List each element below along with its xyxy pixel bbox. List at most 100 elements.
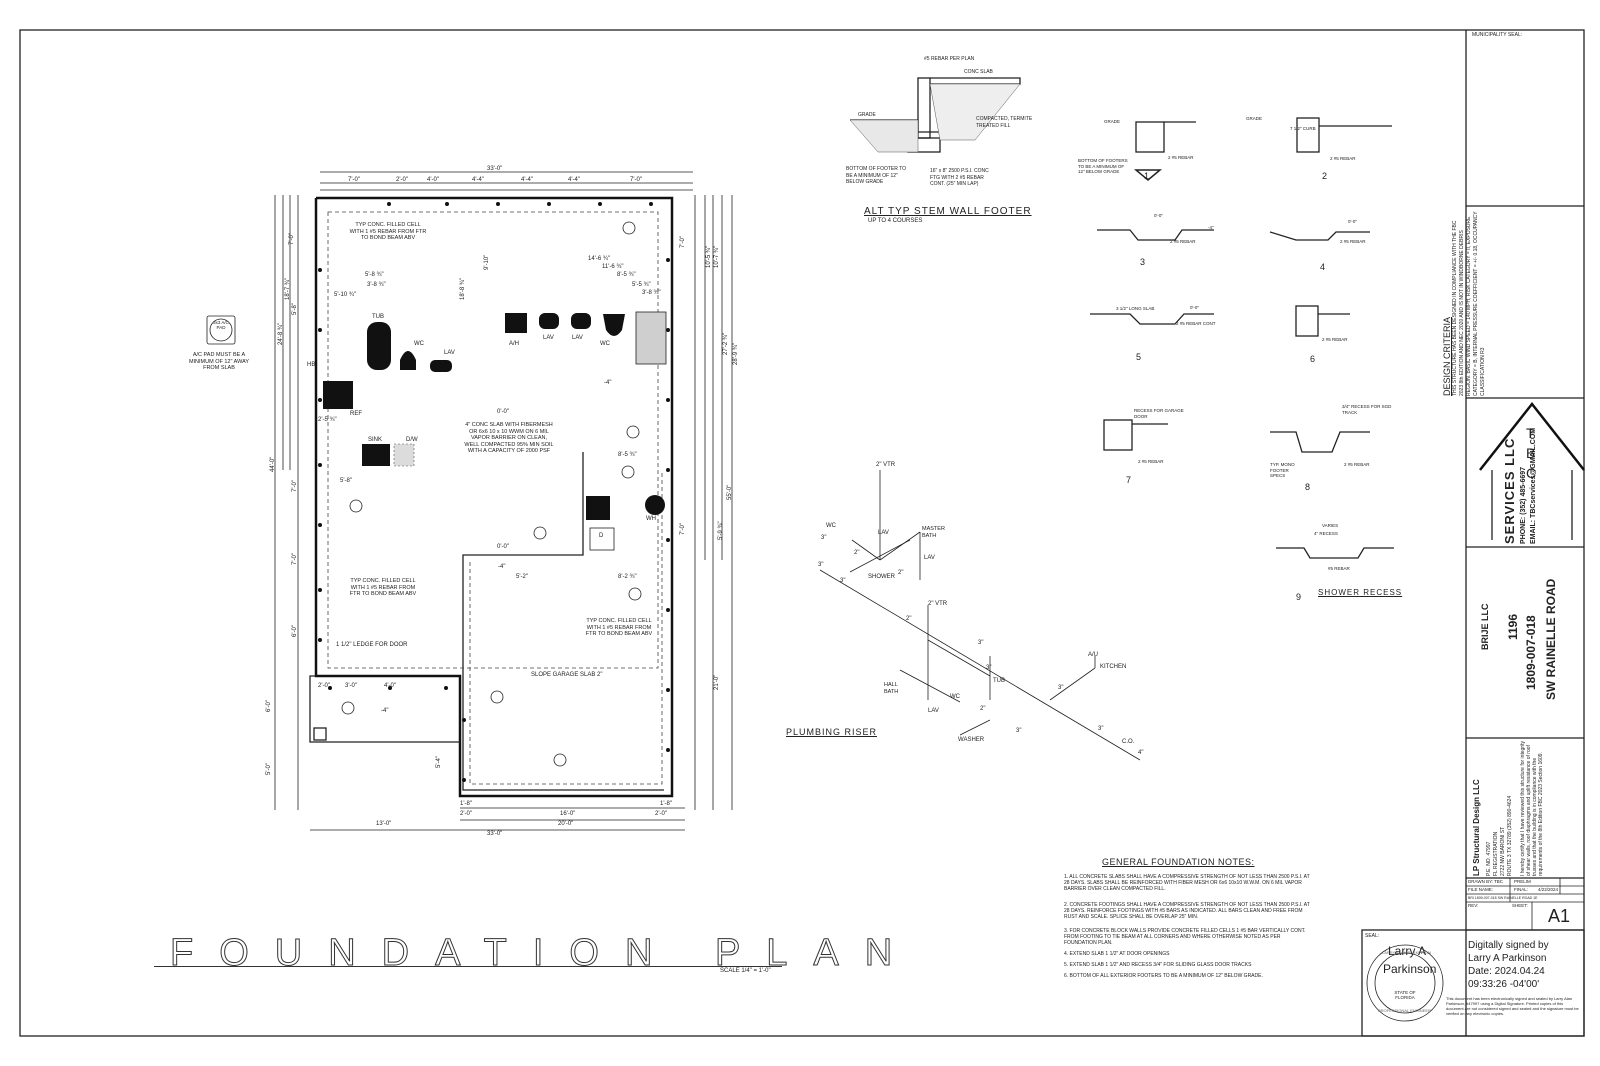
dim-left-8: 6'-0" bbox=[292, 625, 298, 637]
section-details bbox=[1090, 117, 1394, 559]
detail-num-3: 3 bbox=[1140, 257, 1146, 267]
stem-note-6: 16" x 8" 2500 P.S.I. CONC FTG WITH 2 #5 … bbox=[930, 168, 989, 187]
general-note-6: 6. BOTTOM OF ALL EXTERIOR FOOTERS TO BE … bbox=[1064, 973, 1263, 979]
dim-int-4: 5'-5 ¾" bbox=[632, 282, 651, 288]
detail-num-5: 5 bbox=[1136, 352, 1142, 362]
digital-sign-line-3: Date: 2024.04.24 bbox=[1468, 966, 1545, 977]
d8-note-2: TYP. MONO FOOTER SPECS bbox=[1270, 462, 1295, 478]
dim-top-5: 4'-4" bbox=[521, 177, 533, 183]
plumbing-riser-title: PLUMBING RISER bbox=[786, 727, 878, 737]
lav-fixture-3 bbox=[571, 313, 591, 329]
pl-size-3: 3" bbox=[818, 562, 824, 568]
label-lav: LAV bbox=[444, 350, 455, 356]
seal-name-line-1: Larry A bbox=[1388, 944, 1427, 958]
detail-num-8: 8 bbox=[1305, 482, 1311, 492]
pl-label-7: TUB bbox=[993, 678, 1005, 684]
d5-note-3: 2 #5 REBAR CONT bbox=[1176, 321, 1216, 326]
municipality-seal-label: MUNICIPALITY SEAL: bbox=[1472, 32, 1523, 38]
final-date: 4/22/2024 bbox=[1538, 887, 1559, 892]
title-block bbox=[1361, 205, 1585, 1037]
pl-size-5: 2" bbox=[906, 616, 912, 622]
label-wc-2: WC bbox=[600, 341, 610, 347]
sheet-border bbox=[19, 29, 1585, 1037]
pl-size-1: 2" bbox=[854, 550, 860, 556]
wc-fixture bbox=[400, 351, 416, 370]
pl-label-0: 2" VTR bbox=[876, 462, 896, 468]
dim-left-10: 5'-0" bbox=[266, 763, 272, 775]
stem-note-3: COMPACTED, TERMITE TREATED FILL bbox=[976, 116, 1033, 129]
pl-size-11: 3" bbox=[1098, 726, 1104, 732]
pl-size-9: 3" bbox=[1016, 728, 1022, 734]
company-phone: PHONE: (352) 485-6697 bbox=[1520, 466, 1527, 544]
shower-recess-title: SHOWER RECESS bbox=[1318, 588, 1403, 597]
air-handler-fixture bbox=[505, 313, 527, 333]
label-tub: TUB bbox=[372, 314, 384, 320]
refrigerator-fixture bbox=[323, 381, 353, 409]
signature-disclaimer: This document has been electronically si… bbox=[1446, 996, 1579, 1016]
dim-int-8: 5'-10 ¾" bbox=[334, 292, 356, 298]
engineer-line-4: ROUTE 3 TX 32789 (352) 890-4624 bbox=[1507, 795, 1513, 876]
pl-label-12: A/U bbox=[1088, 652, 1099, 658]
dim-int-15: 2'-5 ¾" bbox=[318, 417, 337, 423]
plumbing-riser bbox=[819, 470, 1141, 761]
pl-label-11: WASHER bbox=[958, 737, 985, 743]
elev-mid: 0'-0" bbox=[497, 544, 509, 550]
site-address: SW RAINELLE ROAD bbox=[1544, 578, 1558, 700]
d1-note-1: GRADE bbox=[1104, 119, 1121, 124]
seal-name-line-2: Parkinson bbox=[1383, 962, 1437, 976]
d8-note-3: 2 #5 REBAR bbox=[1344, 462, 1370, 467]
water-heater-fixture bbox=[645, 495, 665, 515]
foundation-plan bbox=[206, 171, 733, 831]
dim-int-12: 2'-0" bbox=[318, 683, 330, 689]
pl-label-8: WC bbox=[950, 694, 960, 700]
shower-pan bbox=[635, 311, 667, 365]
note-rebar-garage: TYP CONC. FILLED CELL WITH 1 #5 REBAR FR… bbox=[585, 618, 653, 637]
engineer-firm: LP Structural Design LLC bbox=[1472, 779, 1481, 876]
dim-left-5: 5'-8" bbox=[292, 303, 298, 315]
drawn-by-label: DRAWN BY: bbox=[1468, 879, 1494, 884]
label-sink: SINK bbox=[368, 437, 383, 443]
dim-right-1: 10'-5 ¾" bbox=[706, 246, 712, 268]
general-note-2: 2. CONCRETE FOOTINGS SHALL HAVE A COMPRE… bbox=[1064, 902, 1310, 920]
dim-int-18: 5'-8" bbox=[340, 478, 352, 484]
general-note-1: 1. ALL CONCRETE SLABS SHALL HAVE A COMPR… bbox=[1064, 874, 1310, 892]
dim-left-6: 7'-0" bbox=[292, 480, 298, 492]
elev-low: -4" bbox=[498, 564, 506, 570]
ac-note: A/C PAD MUST BE A MINIMUM OF 12" AWAY FR… bbox=[188, 352, 250, 371]
label-wc: WC bbox=[414, 341, 424, 347]
pl-size-0: 3" bbox=[821, 535, 827, 541]
tub-fixture bbox=[367, 322, 391, 370]
pl-size-8: 3" bbox=[1058, 685, 1064, 691]
note-slab: 4" CONC SLAB WITH FIBERMESH OR 6x6 10 x … bbox=[464, 422, 554, 454]
digital-sign-line-4: 09:33:26 -04'00' bbox=[1468, 979, 1540, 990]
d8-note-1: 3/4" RECESS FOR SGD TRACK bbox=[1342, 404, 1392, 415]
company-letter-b: B bbox=[1526, 445, 1536, 461]
dim-int-5: 3'-8 ¾" bbox=[642, 290, 661, 296]
d1-note-3: 2 #5 REBAR bbox=[1168, 155, 1194, 160]
company-name: SERVICES LLC bbox=[1502, 437, 1517, 544]
pl-size-12: 4" bbox=[1138, 750, 1144, 756]
detail-num-6: 6 bbox=[1310, 354, 1316, 364]
engineer-line-2: FL REGISTRATION bbox=[1493, 831, 1499, 876]
dim-int-7: 3'-8 ¾" bbox=[367, 282, 386, 288]
pl-label-14: C.O. bbox=[1122, 739, 1135, 745]
dim-left-2: 44'-0" bbox=[270, 456, 276, 472]
dim-left-9: 6'-0" bbox=[266, 700, 272, 712]
design-criteria-title: DESIGN CRITERIA bbox=[1442, 316, 1452, 396]
general-note-5: 5. EXTEND SLAB 1 1/2" AND RECESS 3/4" FO… bbox=[1064, 962, 1252, 968]
dim-right-9: 7'-0" bbox=[680, 523, 686, 535]
dim-top-3: 4'-0" bbox=[427, 177, 439, 183]
pl-size-10: 2" bbox=[980, 706, 986, 712]
lot-number: 1196 bbox=[1506, 613, 1520, 640]
d2-note-3: 2 #5 REBAR bbox=[1330, 156, 1356, 161]
dim-left-7: 7'-0" bbox=[292, 553, 298, 565]
d7-note-1: RECESS FOR GARAGE DOOR bbox=[1134, 408, 1184, 419]
dim-int-14: 4'-0" bbox=[384, 683, 396, 689]
dim-bottom-8: 33'-0" bbox=[487, 831, 503, 837]
dim-bottom-3: 16'-0" bbox=[560, 811, 576, 817]
dim-right-6: 5'-9 ¾" bbox=[718, 521, 724, 540]
seal-ring-text: LARRY ALAN PARKINSON bbox=[1382, 950, 1431, 955]
lav-fixture bbox=[430, 360, 452, 372]
